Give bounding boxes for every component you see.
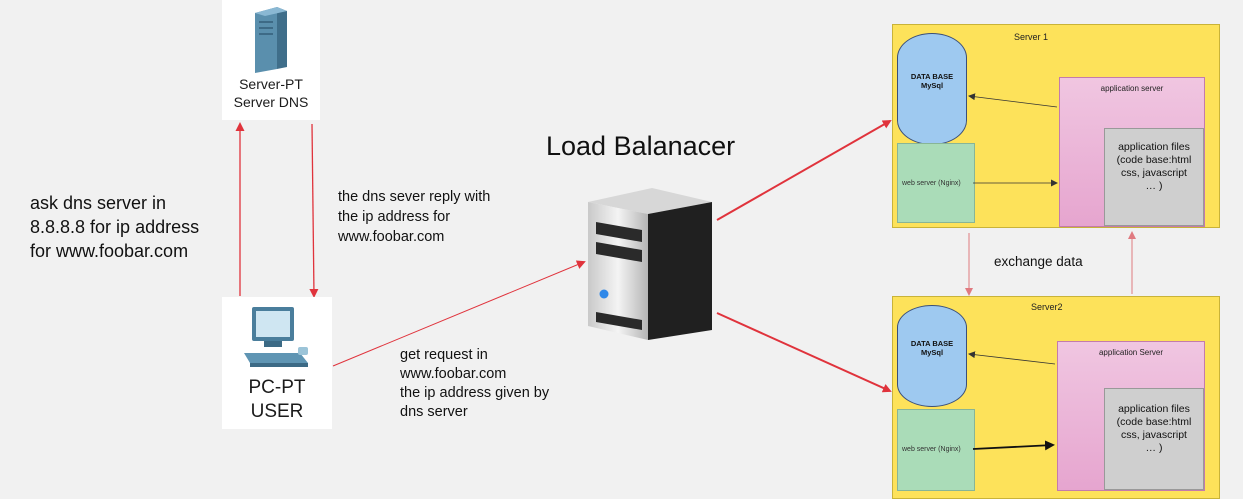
server1-database-label-line1: DATA BASE	[910, 72, 954, 81]
arrow-dns-to-user	[309, 123, 319, 298]
server2-database-label-line2: MySql	[920, 348, 944, 357]
server1-application-files-label: application files (code base:html css, j…	[1116, 141, 1192, 192]
load-balancer-server-icon	[588, 188, 712, 340]
server2-application-server-label: application Server	[1098, 348, 1164, 357]
server2-application-files: application files (code base:html css, j…	[1104, 388, 1204, 490]
server2-database: DATA BASE MySql	[897, 305, 967, 407]
server1-box: Server 1 DATA BASE MySql web server (Ngi…	[892, 24, 1220, 228]
server2-application-files-label: application files (code base:html css, j…	[1116, 403, 1192, 454]
server1-database-label-line2: MySql	[920, 81, 944, 90]
user-pc-label-line2: USER	[250, 401, 304, 422]
server2-internal-arrows	[968, 351, 1056, 451]
server2-web-server-label: web server (Nginx)	[902, 446, 961, 453]
dns-reply-note: the dns sever reply with the ip address …	[338, 189, 491, 245]
server1-web-server: web server (Nginx)	[897, 143, 975, 223]
server1-web-server-label: web server (Nginx)	[902, 180, 961, 187]
server1-database: DATA BASE MySql	[897, 33, 967, 145]
server1-application-files: application files (code base:html css, j…	[1104, 128, 1204, 226]
server2-application-server: application Server application files (co…	[1057, 341, 1205, 491]
server2-box: Server2 DATA BASE MySql web server (Ngin…	[892, 296, 1220, 499]
server1-application-server-label: application server	[1100, 84, 1164, 93]
desktop-computer-icon	[244, 307, 308, 367]
load-balancer-title: Load Balanacer	[546, 131, 736, 161]
arrow-lb-to-server1	[716, 120, 892, 221]
server1-internal-arrows	[968, 93, 1058, 187]
exchange-data-note: exchange data	[994, 254, 1083, 269]
dns-server-label-line2: Server DNS	[233, 94, 309, 110]
server2-title: Server2	[1031, 302, 1063, 312]
get-request-note: get request in www.foobar.com the ip add…	[400, 347, 550, 420]
server2-database-label-line1: DATA BASE	[910, 339, 954, 348]
ask-dns-note: ask dns server in 8.8.8.8 for ip address…	[30, 193, 200, 261]
server-tower-icon	[255, 7, 287, 73]
user-pc-node: PC-PT USER	[222, 297, 332, 429]
dns-server-node: Server-PT Server DNS	[222, 0, 320, 120]
server1-title: Server 1	[1014, 32, 1049, 42]
server1-application-server: application server application files (co…	[1059, 77, 1205, 227]
arrow-lb-to-server2	[716, 312, 892, 393]
user-pc-label-line1: PC-PT	[248, 377, 306, 398]
dns-server-label-line1: Server-PT	[239, 76, 303, 92]
server2-web-server: web server (Nginx)	[897, 409, 975, 491]
